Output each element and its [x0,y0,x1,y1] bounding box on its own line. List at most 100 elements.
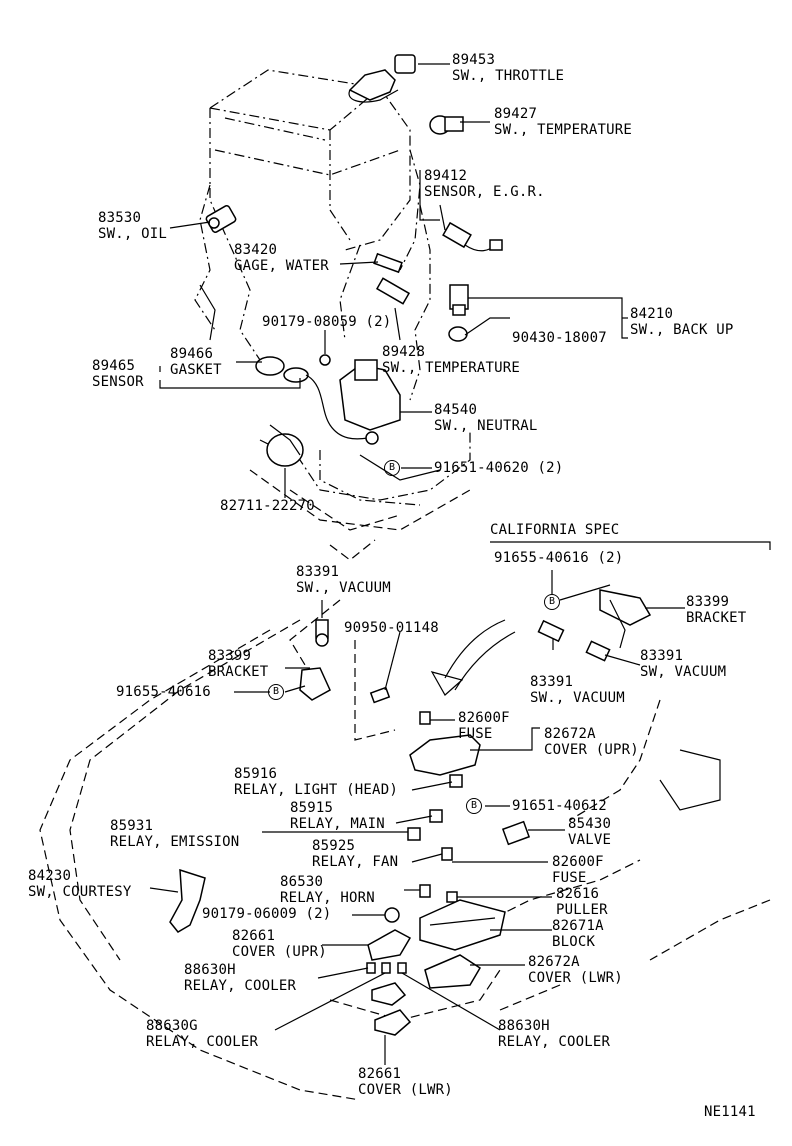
part-number: 90179-06009 (2) [202,906,332,922]
callout-85931: 85931 RELAY, EMISSION [110,818,239,850]
callout-91655-40616: 91655-40616 [116,684,211,700]
part-number: 89453 [452,52,496,68]
part-number: 82672A [528,954,580,970]
part-name: BLOCK [552,934,596,950]
callout-83391-calif-b: 83391 SW., VACUUM [530,674,625,706]
part-name: COVER (UPR) [232,944,327,960]
calif-bracket-drawing [599,589,652,649]
callout-83420: 83420 GAGE, WATER [234,242,329,274]
cover-lwr-82672-drawing [424,954,482,989]
part-name: RELAY, MAIN [290,816,385,832]
part-number: 83530 [98,210,142,226]
callout-83399-calif: 83399 BRACKET [686,594,746,626]
cooler-relays-drawing [366,962,407,974]
bolt-symbol: B [384,460,400,476]
callout-82600f-a: 82600F FUSE [458,710,510,742]
part-name: PULLER [556,902,608,918]
callout-84210: 84210 SW., BACK UP [630,306,734,338]
part-name: COVER (LWR) [528,970,623,986]
part-number: 83399 [208,648,252,664]
callout-83399: 83399 BRACKET [208,648,268,680]
part-name: RELAY, COOLER [498,1034,611,1050]
callout-90179-06009: 90179-06009 (2) [202,906,331,922]
callout-84230: 84230 SW, COURTESY [28,868,132,900]
part-name: SW., TEMPERATURE [382,360,521,376]
part-number: 89412 [424,168,468,184]
part-name: SENSOR [92,374,144,390]
diagram-code: NE1141 [704,1104,756,1120]
callout-89412: 89412 SENSOR, E.G.R. [424,168,545,200]
callout-85915: 85915 RELAY, MAIN [290,800,385,832]
egr-sensor-drawing [442,221,503,252]
part-name: SW., TEMPERATURE [494,122,633,138]
callout-89465: 89465 SENSOR [92,358,144,390]
fuse-drawing [419,711,431,725]
part-number: 84230 [28,868,72,884]
calif-vacuum-1-drawing [537,619,565,643]
callout-85916: 85916 RELAY, LIGHT (HEAD) [234,766,398,798]
sw-throttle-drawing [348,54,416,103]
part-name: RELAY, LIGHT (HEAD) [234,782,398,798]
part-number: 84540 [434,402,478,418]
part-number: 91655-40616 (2) [494,550,624,566]
callout-83391: 83391 SW., VACUUM [296,564,391,596]
part-name: RELAY, COOLER [184,978,297,994]
part-name: GAGE, WATER [234,258,329,274]
cover-upr-drawing [409,734,481,776]
callout-89466: 89466 GASKET [170,346,222,378]
part-number: 88630G [146,1018,198,1034]
gage-water-drawing [373,252,403,274]
part-number: 83420 [234,242,278,258]
part-name: COVER (LWR) [358,1082,453,1098]
part-number: 86530 [280,874,324,890]
leader-lines [149,63,685,1065]
part-name: SW., OIL [98,226,168,242]
part-number: 85925 [312,838,356,854]
callout-90179-08059: 90179-08059 (2) [262,314,391,330]
callout-85430: 85430 VALVE [568,816,611,848]
callout-90430-18007: 90430-18007 [512,330,607,346]
relays-drawing [407,774,463,903]
part-name: RELAY, FAN [312,854,399,870]
callout-91651-40620: 91651-40620 (2) [434,460,563,476]
part-name: SW., VACUUM [296,580,391,596]
bolt-symbol: B [544,594,560,610]
part-name: COVER (UPR) [544,742,639,758]
part-number: 85916 [234,766,278,782]
callout-82711-22270: 82711-22270 [220,498,315,514]
part-number: 82661 [232,928,276,944]
part-number: 82711-22270 [220,498,315,514]
part-number: 82672A [544,726,596,742]
direction-arrow [430,619,516,696]
part-name: SW., THROTTLE [452,68,565,84]
part-number: 85931 [110,818,154,834]
clamp-drawing [266,424,304,467]
callout-82672a-upr: 82672A COVER (UPR) [544,726,639,758]
part-number: 88630H [498,1018,550,1034]
part-number: 83391 [640,648,684,664]
sw-oil-drawing [205,205,237,233]
part-name: BRACKET [686,610,747,626]
part-number: 85915 [290,800,334,816]
part-number: 82600F [458,710,510,726]
sw-temperature-89428-drawing [375,277,411,305]
callout-82661-upr: 82661 COVER (UPR) [232,928,327,960]
part-number: 89427 [494,106,538,122]
part-name: GASKET [170,362,222,378]
part-number: 83391 [296,564,340,580]
part-number: 85430 [568,816,612,832]
part-number: 88630H [184,962,236,978]
section-title: CALIFORNIA SPEC [490,522,620,538]
part-name: SW., BACK UP [630,322,734,338]
part-name: RELAY, HORN [280,890,375,906]
part-number: 91651-40612 [512,798,607,814]
callout-91655-40616-2: 91655-40616 (2) [494,550,623,566]
part-name: SENSOR, E.G.R. [424,184,545,200]
grommet-drawing [384,907,400,923]
part-number: 90179-08059 (2) [262,314,392,330]
part-number: 90430-18007 [512,330,607,346]
vacuum-switch-drawing [315,619,329,647]
part-name: SW., VACUUM [530,690,625,706]
